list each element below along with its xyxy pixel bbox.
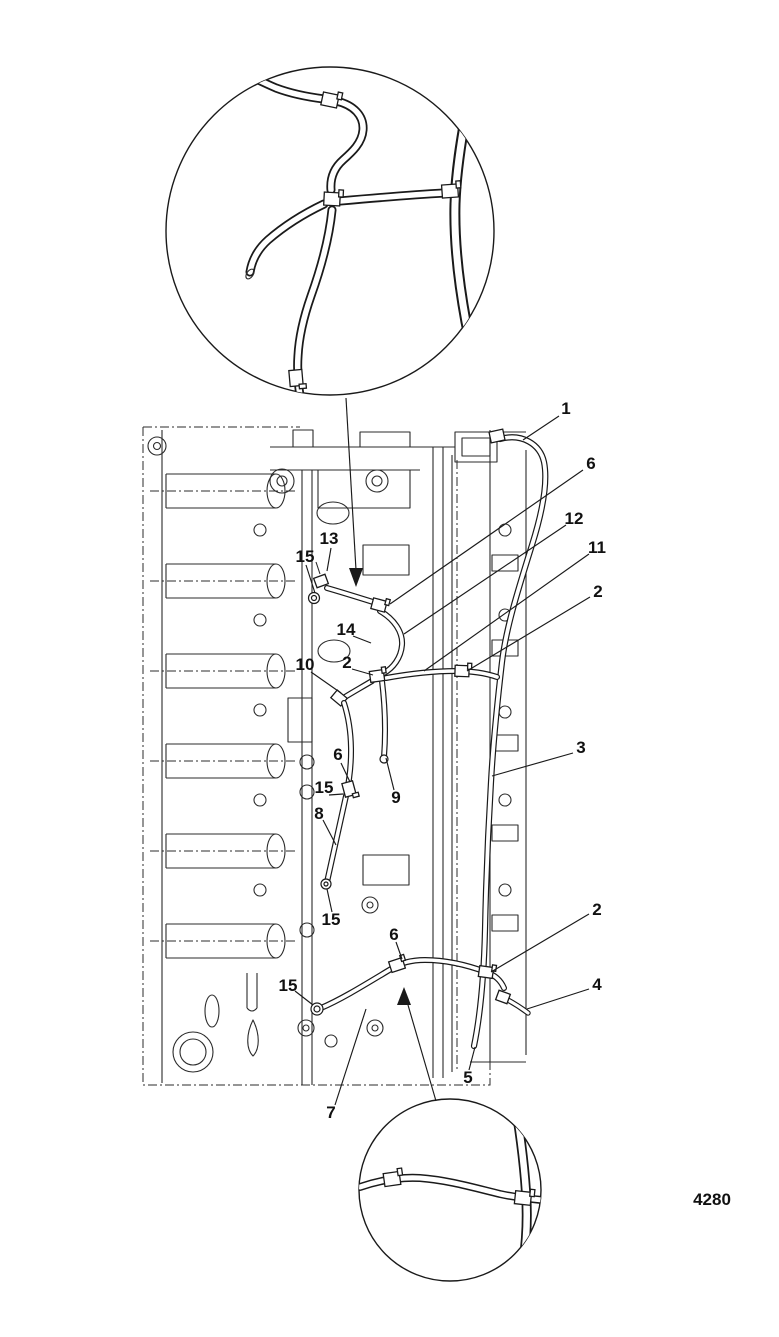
detail-clamp bbox=[288, 368, 308, 390]
block-centerlines bbox=[150, 490, 298, 942]
block-structure bbox=[147, 429, 527, 1085]
hose-middle-horizontal bbox=[383, 667, 500, 681]
detail-clamp bbox=[440, 180, 462, 199]
hose-clamp-left bbox=[341, 780, 360, 799]
down-arrow bbox=[349, 568, 363, 587]
block-hoses bbox=[307, 428, 549, 1050]
hose-bottom bbox=[310, 956, 507, 1016]
hose-clamp bbox=[488, 428, 506, 444]
block-middle-details bbox=[287, 469, 411, 938]
detail-clamp bbox=[382, 1167, 404, 1188]
top-detail-circle bbox=[165, 66, 495, 396]
hose-loop bbox=[377, 608, 406, 676]
callout-10: 10 bbox=[295, 655, 315, 674]
detail-tee-clamp bbox=[322, 189, 345, 207]
top-detail-content bbox=[233, 67, 478, 395]
fitting bbox=[494, 989, 512, 1005]
callout-14: 14 bbox=[336, 620, 356, 639]
detail-clamp bbox=[513, 1188, 536, 1207]
block-clamps bbox=[341, 597, 498, 980]
callout-15-bottom: 15 bbox=[278, 976, 298, 995]
leader-lines bbox=[294, 397, 591, 1106]
callout-1: 1 bbox=[561, 399, 571, 418]
callout-15-mid: 15 bbox=[314, 778, 334, 797]
tee-clamp-lower bbox=[368, 666, 387, 684]
bottom-detail-circle bbox=[358, 1098, 542, 1282]
top-detail-view bbox=[165, 66, 495, 396]
callout-4: 4 bbox=[592, 975, 602, 994]
top-detail-pointer bbox=[345, 397, 363, 587]
callout-11: 11 bbox=[588, 538, 606, 557]
elbow-fitting bbox=[312, 573, 330, 589]
cylinder-ribs bbox=[165, 473, 286, 959]
callout-6-mid: 6 bbox=[333, 745, 343, 764]
callout-9: 9 bbox=[391, 788, 401, 807]
tee-clamp-upper bbox=[370, 597, 392, 613]
callout-15-upper: 15 bbox=[295, 547, 315, 566]
hose-clamp-mid-right bbox=[454, 662, 473, 678]
bottom-detail-content bbox=[359, 1099, 541, 1281]
up-arrow bbox=[397, 987, 411, 1005]
callout-2-lower: 2 bbox=[592, 900, 602, 919]
callout-2-mid: 2 bbox=[342, 653, 352, 672]
callout-5: 5 bbox=[463, 1068, 473, 1087]
hose-upper-small bbox=[307, 561, 376, 605]
callout-7: 7 bbox=[326, 1103, 336, 1122]
hose-vertical-short bbox=[379, 678, 389, 764]
callout-12: 12 bbox=[564, 509, 584, 528]
right-side-bosses bbox=[491, 523, 519, 932]
figure-number: 4280 bbox=[693, 1190, 731, 1209]
block-outline bbox=[142, 426, 491, 1086]
bottom-detail-view bbox=[358, 1098, 542, 1282]
callout-8: 8 bbox=[314, 804, 324, 823]
callout-15-lower: 15 bbox=[321, 910, 341, 929]
callout-6-lower: 6 bbox=[389, 925, 399, 944]
callout-3: 3 bbox=[576, 738, 586, 757]
engine-block bbox=[142, 426, 527, 1086]
callout-2-upper: 2 bbox=[593, 582, 603, 601]
hose-end-ring bbox=[379, 754, 389, 764]
hose-long-right bbox=[470, 428, 549, 1050]
hose-stub-right bbox=[494, 989, 531, 1016]
block-bottom-details bbox=[172, 973, 384, 1073]
hose-short-left bbox=[329, 678, 375, 707]
callout-6-upper: 6 bbox=[586, 454, 596, 473]
bottom-detail-pointer bbox=[397, 987, 437, 1102]
detail-clamp bbox=[320, 91, 344, 109]
hose-clamp-bottom-1 bbox=[387, 953, 407, 974]
callout-13: 13 bbox=[319, 529, 339, 548]
